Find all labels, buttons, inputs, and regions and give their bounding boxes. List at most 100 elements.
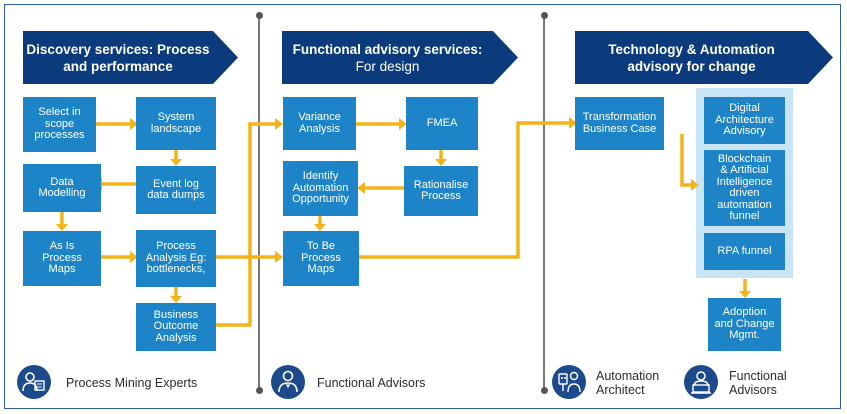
- diagram-frame: [4, 4, 841, 409]
- functional-advisors-label: Functional Advisors: [317, 376, 426, 390]
- box-line: Intelligence: [716, 175, 773, 188]
- connector-tobe-to-transformation: [359, 121, 570, 259]
- box-line: Select in: [38, 106, 81, 119]
- box-line: Process: [301, 251, 341, 264]
- box-line: Variance: [298, 111, 341, 123]
- box-line: Outcome: [153, 320, 199, 333]
- box-line: To Be: [306, 240, 336, 253]
- box-line: Analysis: [155, 331, 197, 344]
- box-line: Modelling: [38, 187, 86, 199]
- box-line: Data: [50, 175, 74, 188]
- box-line: Rationalise: [413, 178, 469, 191]
- automation-architect-line1: Automation: [596, 369, 660, 383]
- arrowhead-tobe: [275, 251, 283, 263]
- box-line: Mgmt.: [729, 329, 760, 342]
- column-divider-left: [258, 16, 260, 391]
- box-line: Maps: [307, 263, 335, 276]
- arrowhead-identify: [357, 182, 365, 194]
- column-divider-right: [543, 16, 545, 391]
- box-line: Event log: [153, 177, 199, 190]
- arrowhead-business: [170, 296, 182, 303]
- box-line: Advisory: [723, 125, 766, 138]
- box-line: Analysis Eg:: [145, 251, 207, 264]
- box-line: driven: [729, 187, 760, 199]
- banner-functional-line2: For design: [355, 58, 420, 74]
- automation-architect-icon: [551, 364, 587, 400]
- arrowhead-transformation: [569, 117, 577, 129]
- arrowhead-rationalise: [435, 159, 447, 166]
- process-mining-expert-icon: [16, 364, 52, 400]
- process-mining-experts-label: Process Mining Experts: [66, 376, 198, 390]
- box-line: funnel: [729, 210, 760, 222]
- box-fmea: FMEA: [406, 97, 478, 150]
- box-line: data dumps: [147, 189, 205, 201]
- box-line: Process: [421, 190, 461, 202]
- box-line: Analysis: [299, 122, 340, 135]
- arrowhead-asis: [56, 224, 68, 231]
- box-line: Opportunity: [292, 193, 349, 206]
- box-line: Business: [153, 308, 199, 321]
- box-line: bottlenecks,: [146, 263, 206, 276]
- arrowhead-process: [130, 251, 138, 263]
- box-line: FMEA: [426, 116, 458, 129]
- box-line: Blockchain: [717, 152, 772, 165]
- box-line: scope: [44, 117, 75, 130]
- banner-technology: Technology & Automation advisory for cha…: [575, 31, 833, 84]
- banner-discovery-line1: Discovery services: Process: [26, 41, 210, 57]
- connector-business-to-variance: [215, 122, 276, 327]
- box-line: Architecture: [715, 113, 774, 126]
- box-line: Identify: [302, 170, 339, 183]
- connector-transformation-to-funnel: [680, 134, 692, 187]
- box-line: and Change: [714, 317, 775, 330]
- functional-advisor-icon: [270, 364, 306, 400]
- box-line: processes: [34, 129, 85, 142]
- box-line: Process: [42, 251, 82, 264]
- arrowhead-funnel: [691, 179, 699, 191]
- box-line: Automation: [292, 181, 349, 194]
- banner-technology-line1: Technology & Automation: [608, 41, 775, 57]
- box-line: landscape: [150, 122, 202, 135]
- box-line: Process: [156, 240, 196, 253]
- banner-functional: Functional advisory services: For design: [282, 31, 518, 84]
- box-line: System: [157, 111, 195, 123]
- functional-advisors-right-label: Functional Advisors: [729, 369, 787, 397]
- box-line: Adoption: [722, 306, 767, 319]
- arrowhead-fmea: [399, 118, 407, 130]
- divider-left-bottom-dot: [255, 387, 263, 394]
- box-line: & Artificial: [720, 164, 769, 176]
- arrowhead-tobe-top: [314, 224, 326, 231]
- box-line: Digital: [729, 102, 760, 115]
- banner-functional-line1: Functional advisory services:: [292, 41, 483, 57]
- functional-advisors-laptop-icon: [683, 364, 719, 400]
- functional-advisors-right-line1: Functional: [729, 369, 787, 383]
- divider-left-top-dot: [255, 12, 263, 19]
- box-line: As Is: [49, 240, 75, 253]
- divider-right-top-dot: [540, 12, 548, 19]
- box-line: Business Case: [582, 122, 657, 135]
- automation-architect-line2: Architect: [596, 383, 645, 397]
- arrowhead-adoption: [739, 291, 751, 298]
- automation-architect-label: Automation Architect: [596, 369, 659, 397]
- arrowhead-event: [170, 159, 182, 166]
- box-rpa-funnel: RPA funnel: [704, 233, 785, 270]
- banner-discovery: Discovery services: Process and performa…: [23, 31, 238, 84]
- banner-technology-line2: advisory for change: [627, 58, 756, 74]
- box-line: RPA funnel: [717, 244, 772, 257]
- arrowhead-system: [130, 118, 138, 130]
